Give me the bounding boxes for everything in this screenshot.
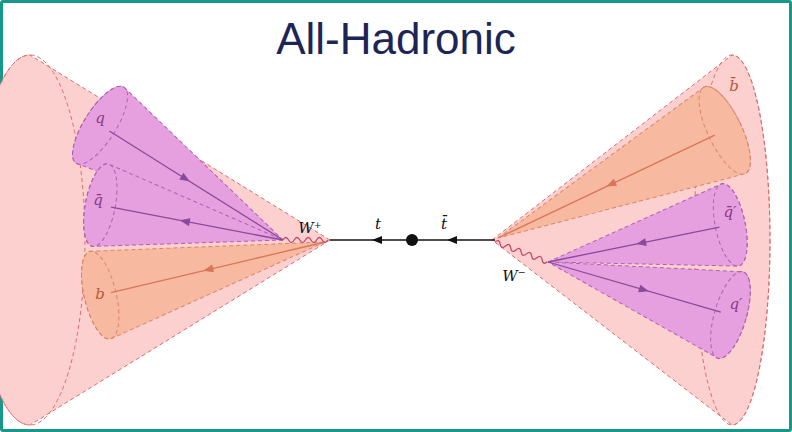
quark-label: b̄ xyxy=(729,77,739,95)
quark-label: b xyxy=(95,285,105,303)
quark-label: q′ xyxy=(729,295,742,313)
boson-label: W⁻ xyxy=(502,267,525,285)
diagram-title: All-Hadronic xyxy=(0,14,792,64)
top-label: t xyxy=(375,215,381,233)
boson-label: W⁺ xyxy=(298,219,321,237)
quark-label: q̄′ xyxy=(723,203,736,221)
quark-label: q̄ xyxy=(93,191,103,209)
top-label: t̄ xyxy=(441,215,447,233)
quark-label: q xyxy=(95,109,105,127)
